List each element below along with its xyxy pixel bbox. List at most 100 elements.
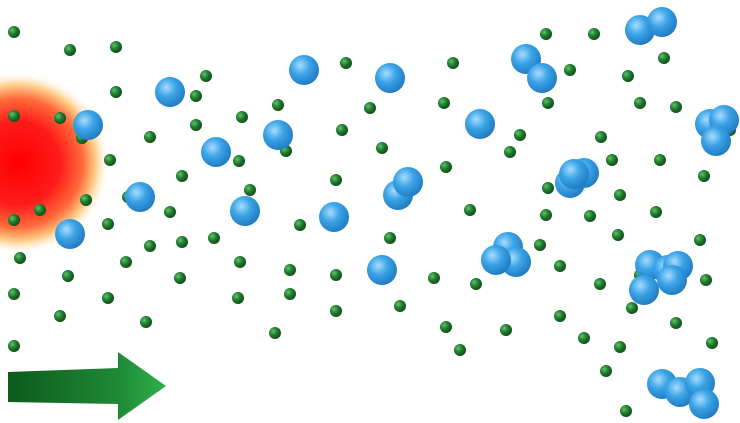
small-particle-icon [620, 405, 632, 417]
small-particle-icon [447, 57, 459, 69]
small-particle-icon [174, 272, 186, 284]
small-particle-icon [440, 321, 452, 333]
large-particle-icon [289, 55, 319, 85]
small-particle-icon [564, 64, 576, 76]
large-particle-icon [559, 159, 589, 189]
small-particle-icon [236, 111, 248, 123]
large-particle-icon [319, 202, 349, 232]
small-particle-icon [376, 142, 388, 154]
small-particle-icon [164, 206, 176, 218]
small-particle-icon [176, 170, 188, 182]
small-particle-icon [8, 26, 20, 38]
small-particle-icon [670, 101, 682, 113]
small-particles [8, 26, 736, 417]
large-particle-icon [527, 63, 557, 93]
small-particle-icon [62, 270, 74, 282]
small-particle-icon [330, 269, 342, 281]
small-particle-icon [340, 57, 352, 69]
small-particle-icon [176, 236, 188, 248]
small-particle-icon [500, 324, 512, 336]
large-particle-icon [367, 255, 397, 285]
small-particle-icon [140, 316, 152, 328]
small-particle-icon [144, 131, 156, 143]
small-particle-icon [284, 264, 296, 276]
small-particle-icon [594, 278, 606, 290]
small-particle-icon [438, 97, 450, 109]
small-particle-icon [584, 210, 596, 222]
small-particle-icon [144, 240, 156, 252]
small-particle-icon [208, 232, 220, 244]
small-particle-icon [104, 154, 116, 166]
small-particle-icon [470, 278, 482, 290]
small-particle-icon [578, 332, 590, 344]
source-sphere-icon [0, 71, 110, 255]
small-particle-icon [614, 341, 626, 353]
small-particle-icon [540, 209, 552, 221]
small-particle-icon [606, 154, 618, 166]
large-particle-icon [701, 126, 731, 156]
small-particle-icon [540, 28, 552, 40]
small-particle-icon [542, 97, 554, 109]
small-particle-icon [394, 300, 406, 312]
small-particle-icon [612, 229, 624, 241]
small-particle-icon [654, 154, 666, 166]
small-particle-icon [54, 112, 66, 124]
small-particle-icon [650, 206, 662, 218]
small-particle-icon [542, 182, 554, 194]
small-particle-icon [64, 44, 76, 56]
small-particle-icon [102, 292, 114, 304]
small-particle-icon [514, 129, 526, 141]
small-particle-icon [190, 119, 202, 131]
small-particle-icon [110, 86, 122, 98]
small-particle-icon [54, 310, 66, 322]
small-particle-icon [233, 155, 245, 167]
large-particle-icon [657, 265, 687, 295]
direction-arrow-icon [8, 352, 166, 420]
large-particle-icon [465, 109, 495, 139]
small-particle-icon [440, 161, 452, 173]
large-particle-icon [629, 275, 659, 305]
large-particle-icon [689, 389, 719, 419]
small-particle-icon [534, 239, 546, 251]
small-particle-icon [8, 340, 20, 352]
small-particle-icon [284, 288, 296, 300]
small-particle-icon [694, 234, 706, 246]
small-particle-icon [600, 365, 612, 377]
small-particle-icon [102, 218, 114, 230]
small-particle-icon [8, 110, 20, 122]
small-particle-icon [554, 310, 566, 322]
small-particle-icon [454, 344, 466, 356]
small-particle-icon [595, 131, 607, 143]
small-particle-icon [622, 70, 634, 82]
small-particle-icon [554, 260, 566, 272]
small-particle-icon [336, 124, 348, 136]
small-particle-icon [244, 184, 256, 196]
small-particle-icon [504, 146, 516, 158]
small-particle-icon [330, 174, 342, 186]
large-particle-icon [155, 77, 185, 107]
large-particle-icon [375, 63, 405, 93]
small-particle-icon [8, 214, 20, 226]
small-particle-icon [34, 204, 46, 216]
small-particle-icon [330, 305, 342, 317]
large-particle-icon [201, 137, 231, 167]
large-particle-icon [393, 167, 423, 197]
small-particle-icon [698, 170, 710, 182]
small-particle-icon [269, 327, 281, 339]
small-particle-icon [706, 337, 718, 349]
small-particle-icon [588, 28, 600, 40]
small-particle-icon [110, 41, 122, 53]
small-particle-icon [200, 70, 212, 82]
small-particle-icon [428, 272, 440, 284]
large-particle-icon [125, 182, 155, 212]
small-particle-icon [384, 232, 396, 244]
small-particle-icon [464, 204, 476, 216]
small-particle-icon [658, 52, 670, 64]
large-particle-icon [647, 7, 677, 37]
large-particles [55, 7, 739, 419]
small-particle-icon [294, 219, 306, 231]
small-particle-icon [364, 102, 376, 114]
large-particle-icon [73, 110, 103, 140]
small-particle-icon [80, 194, 92, 206]
